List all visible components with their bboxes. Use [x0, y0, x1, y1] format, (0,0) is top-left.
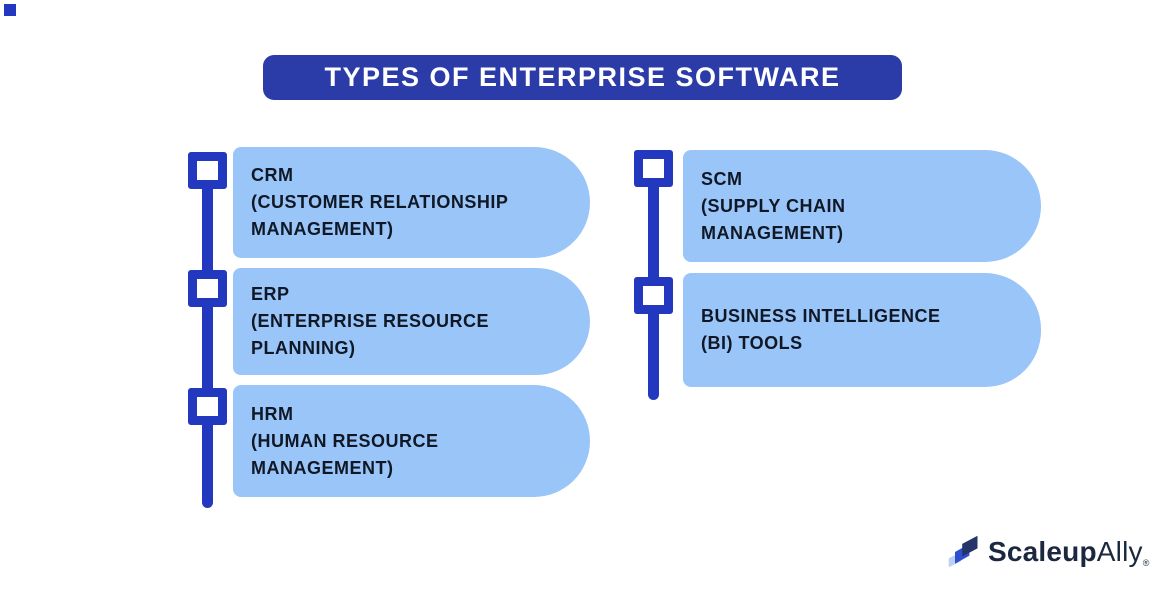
title-banner: TYPES OF ENTERPRISE SOFTWARE	[263, 55, 902, 100]
logo-text-scaleup: Scaleup	[988, 536, 1097, 567]
card-erp-label: ERP (ENTERPRISE RESOURCE PLANNING)	[251, 284, 490, 358]
registered-trademark-symbol: ®	[1142, 558, 1150, 568]
card-crm-label: CRM (CUSTOMER RELATIONSHIP MANAGEMENT)	[251, 165, 509, 239]
scaleupally-logo-icon	[948, 535, 978, 568]
card-scm-label: SCM (SUPPLY CHAIN MANAGEMENT)	[701, 168, 846, 243]
page-title: TYPES OF ENTERPRISE SOFTWARE	[324, 62, 841, 92]
corner-accent-square	[4, 4, 16, 16]
timeline-marker-crm	[188, 152, 227, 189]
timeline-marker-scm	[634, 150, 673, 187]
logo-text-ally: Ally	[1096, 536, 1143, 567]
card-crm: CRM (CUSTOMER RELATIONSHIP MANAGEMENT)	[233, 147, 590, 258]
card-bi-tools-label: BUSINESS INTELLIGENCE (BI) TOOLS	[701, 306, 941, 353]
card-scm: SCM (SUPPLY CHAIN MANAGEMENT)	[683, 150, 1041, 262]
card-hrm-label: HRM (HUMAN RESOURCE MANAGEMENT)	[251, 403, 439, 478]
scaleupally-logo: ScaleupAlly ®	[946, 532, 1149, 572]
card-bi-tools: BUSINESS INTELLIGENCE (BI) TOOLS	[683, 273, 1041, 387]
card-erp: ERP (ENTERPRISE RESOURCE PLANNING)	[233, 268, 590, 375]
card-hrm: HRM (HUMAN RESOURCE MANAGEMENT)	[233, 385, 590, 497]
timeline-marker-hrm	[188, 388, 227, 425]
timeline-marker-bi	[634, 277, 673, 314]
timeline-bar-left	[202, 156, 213, 508]
logo-wordmark: ScaleupAlly	[988, 536, 1143, 568]
timeline-marker-erp	[188, 270, 227, 307]
